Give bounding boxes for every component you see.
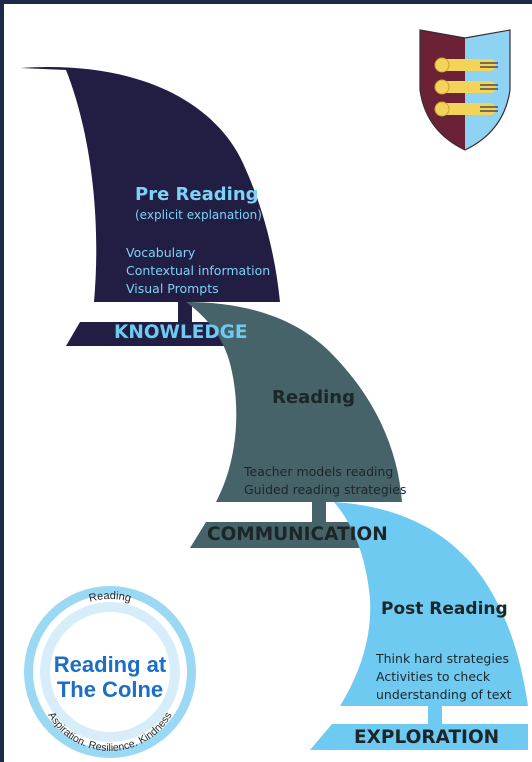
list-item: Teacher models reading bbox=[244, 464, 394, 479]
list-item: understanding of text bbox=[376, 687, 512, 702]
knowledge-label: KNOWLEDGE bbox=[114, 322, 248, 343]
lion-icon bbox=[434, 101, 498, 117]
hull-exploration bbox=[310, 724, 528, 750]
boat-knowledge bbox=[20, 66, 280, 346]
pre-reading-list: Vocabulary Contextual information Visual… bbox=[126, 244, 270, 298]
sail-reading bbox=[186, 302, 402, 502]
mast-communication bbox=[312, 500, 326, 522]
post-reading-title: Post Reading bbox=[381, 599, 508, 619]
badge-ring-top: Reading bbox=[88, 590, 133, 605]
badge-title: Reading at The Colne bbox=[40, 652, 180, 702]
badge-title-line2: The Colne bbox=[56, 677, 164, 702]
sail-pre-reading bbox=[20, 66, 280, 302]
list-item: Visual Prompts bbox=[126, 281, 219, 296]
hull-communication bbox=[190, 522, 401, 548]
list-item: Vocabulary bbox=[126, 245, 196, 260]
badge-title-line1: Reading at bbox=[53, 652, 167, 677]
pre-reading-subtitle: (explicit explanation) bbox=[135, 208, 262, 222]
list-item: Activities to check bbox=[376, 669, 491, 684]
lion-icon bbox=[434, 79, 498, 95]
pre-reading-title: Pre Reading bbox=[135, 184, 259, 205]
boat-exploration bbox=[310, 502, 528, 750]
mast-knowledge bbox=[178, 300, 192, 322]
lion-icon bbox=[434, 57, 498, 73]
list-item: Think hard strategies bbox=[376, 651, 509, 666]
reading-list: Teacher models reading Guided reading st… bbox=[244, 463, 406, 499]
communication-label: COMMUNICATION bbox=[207, 524, 388, 545]
list-item: Contextual information bbox=[126, 263, 271, 278]
boat-communication bbox=[186, 302, 402, 548]
reading-title: Reading bbox=[272, 387, 355, 408]
mast-exploration bbox=[428, 704, 442, 724]
post-reading-list: Think hard strategies Activities to chec… bbox=[376, 650, 512, 704]
list-item: Guided reading strategies bbox=[244, 482, 407, 497]
school-crest-icon bbox=[419, 29, 511, 151]
reading-badge: Reading Aspiration. Resilience. Kindness bbox=[24, 586, 196, 758]
sail-post-reading bbox=[334, 502, 528, 706]
exploration-label: EXPLORATION bbox=[354, 727, 500, 748]
